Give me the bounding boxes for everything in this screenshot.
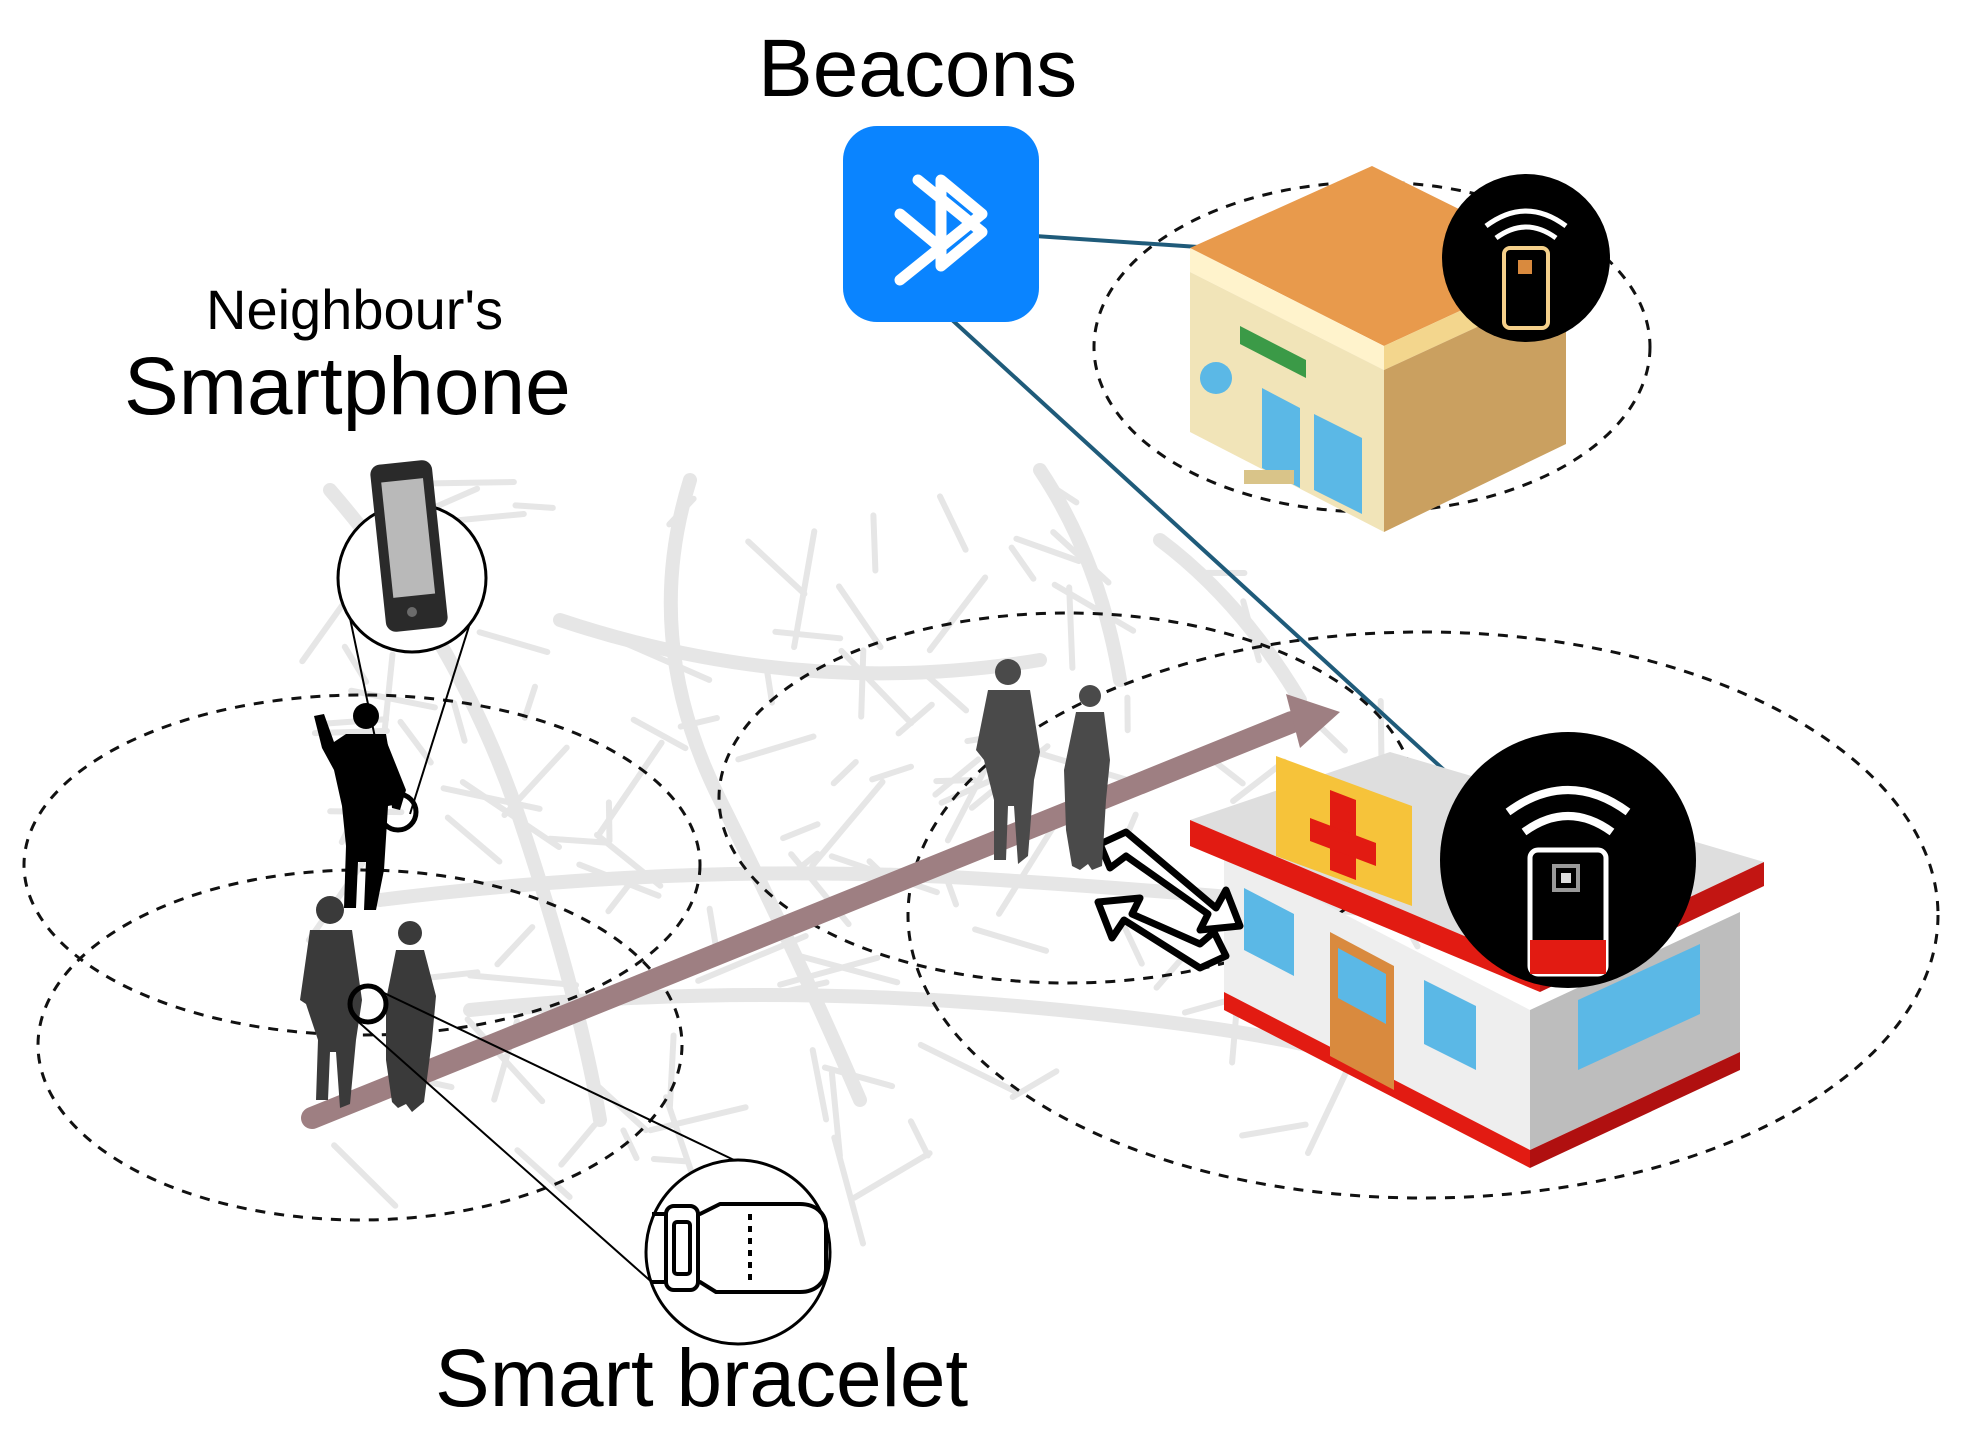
pharmacy-beacon <box>1440 732 1696 988</box>
beacons-label: Beacons <box>758 28 1077 110</box>
smart-bracelet-label: Smart bracelet <box>435 1338 968 1420</box>
neighbour-label: Neighbour's <box>206 282 503 338</box>
neighbour-person <box>314 703 406 910</box>
bluetooth-badge <box>843 126 1039 322</box>
shop-beacon <box>1442 174 1610 342</box>
smartphone-label: Smartphone <box>124 346 571 428</box>
movement-path-arrow <box>312 694 1340 1118</box>
